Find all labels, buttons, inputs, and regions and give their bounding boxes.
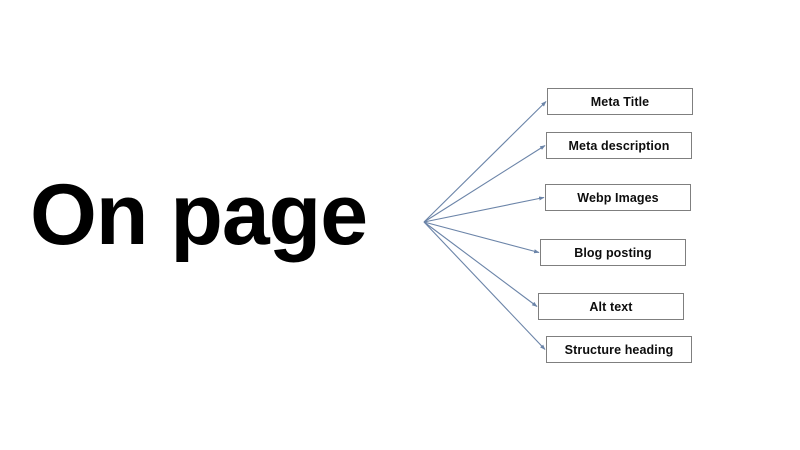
node-box[interactable]: Structure heading [546,336,692,363]
node-label: Structure heading [564,342,674,357]
connector-arrow [423,101,547,223]
node-label: Meta Title [590,94,650,109]
connector-arrow [423,221,538,307]
node-label: Alt text [589,299,633,314]
connector-arrow [423,196,545,223]
node-box[interactable]: Webp Images [545,184,691,211]
node-label: Meta description [568,138,670,153]
node-box[interactable]: Alt text [538,293,684,320]
node-box[interactable]: Meta Title [547,88,693,115]
connector-arrow [423,221,540,254]
node-box[interactable]: Blog posting [540,239,686,266]
page-title: On page [30,167,368,263]
node-label: Blog posting [574,245,652,260]
node-box[interactable]: Meta description [546,132,692,159]
connector-arrow [423,221,546,350]
node-label: Webp Images [577,190,659,205]
connector-arrow [423,145,546,223]
